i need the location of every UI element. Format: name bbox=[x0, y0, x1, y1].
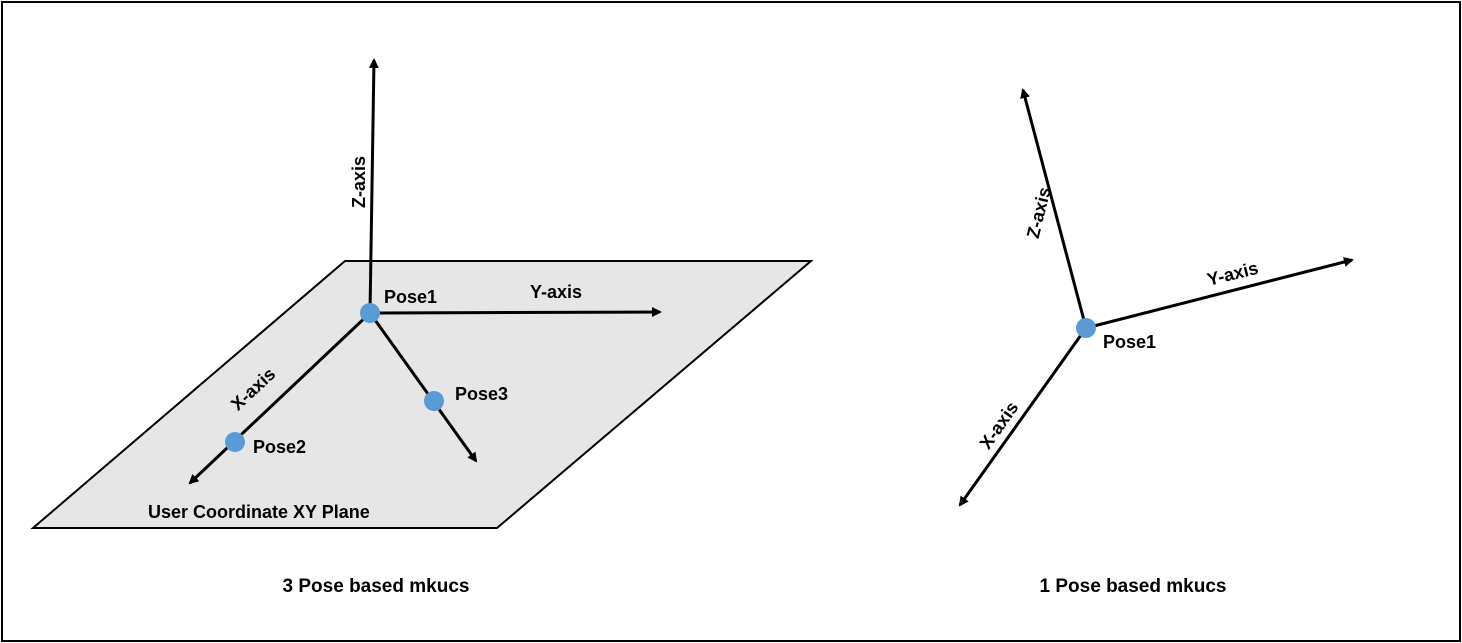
plane-label: User Coordinate XY Plane bbox=[148, 502, 370, 522]
left-z-axis-arrow bbox=[368, 58, 379, 314]
left-diagram: Z-axis Y-axis X-axis Pose1 Pose2 Pose3 U… bbox=[30, 58, 814, 597]
right-caption: 1 Pose based mkucs bbox=[1040, 576, 1227, 597]
left-pose1-label: Pose1 bbox=[384, 287, 437, 307]
left-pose3-label: Pose3 bbox=[455, 384, 508, 404]
right-pose1-point bbox=[1076, 318, 1096, 338]
right-pose1-label: Pose1 bbox=[1103, 332, 1156, 352]
right-y-axis-arrow bbox=[1085, 257, 1354, 330]
left-third-axis-arrow bbox=[368, 312, 478, 463]
right-x-axis-arrow bbox=[958, 327, 1088, 507]
left-y-axis-label: Y-axis bbox=[530, 282, 582, 302]
left-pose3-point bbox=[424, 391, 444, 411]
left-pose1-point bbox=[360, 303, 380, 323]
left-x-axis-arrow bbox=[188, 311, 372, 485]
user-coordinate-xy-plane bbox=[30, 260, 814, 529]
left-caption: 3 Pose based mkucs bbox=[283, 576, 470, 597]
left-pose2-point bbox=[225, 432, 245, 452]
left-z-axis-label: Z-axis bbox=[349, 156, 369, 208]
right-z-axis-arrow bbox=[1020, 88, 1088, 329]
left-pose2-label: Pose2 bbox=[253, 437, 306, 457]
left-y-axis-arrow bbox=[369, 307, 662, 318]
